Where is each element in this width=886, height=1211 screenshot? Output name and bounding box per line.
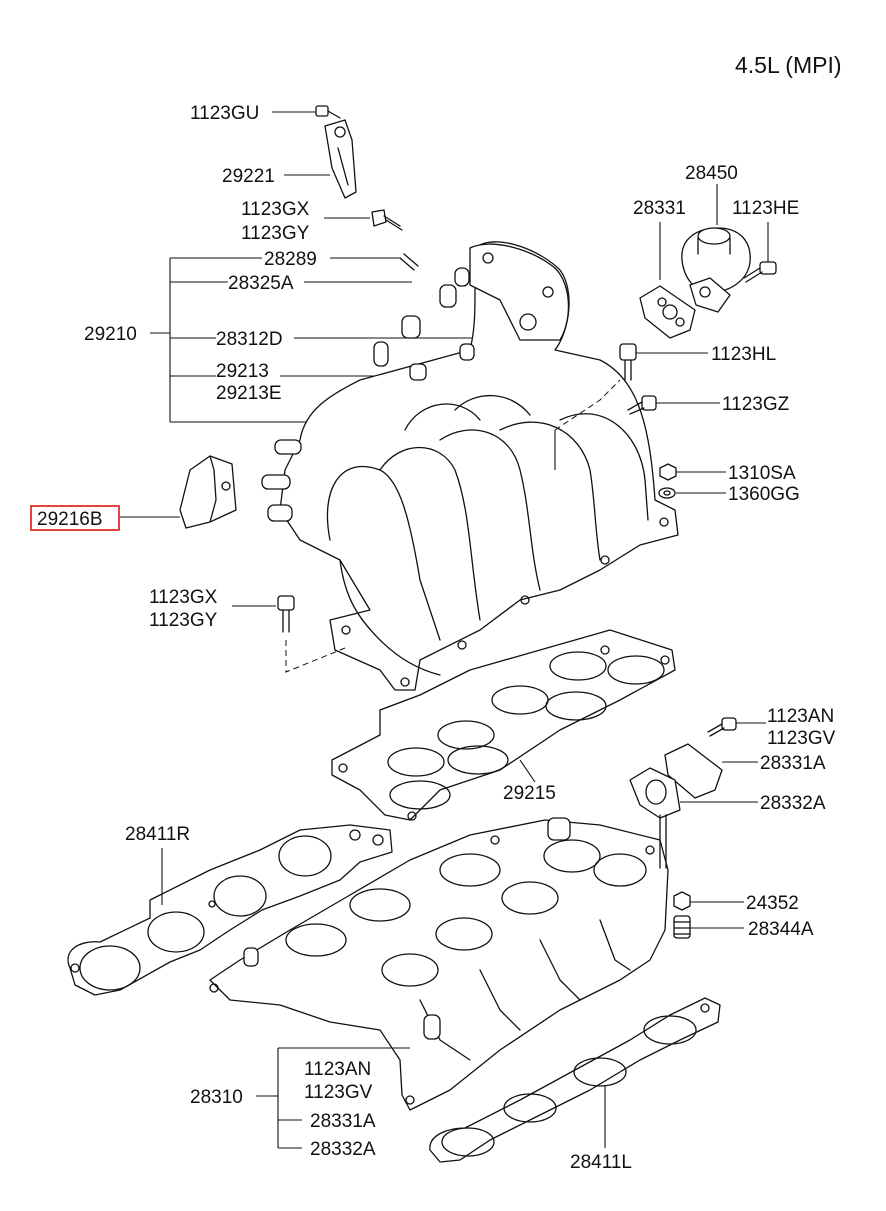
label-1123GV-lower: 1123GV xyxy=(304,1082,373,1103)
engine-variant-title: 4.5L (MPI) xyxy=(735,52,842,78)
label-28310: 28310 xyxy=(190,1087,243,1108)
gasket-28332A-upper-icon xyxy=(629,767,758,819)
upper-intake-manifold-icon xyxy=(261,241,679,691)
gasket-29215-icon xyxy=(331,629,676,821)
bolt-1123HL-icon xyxy=(619,343,708,381)
label-29210: 29210 xyxy=(84,324,137,345)
label-29221: 29221 xyxy=(222,166,275,187)
label-1123GV-upper: 1123GV xyxy=(767,728,836,749)
label-28411L: 28411L xyxy=(570,1152,632,1173)
gasket-28331A-upper-icon xyxy=(664,743,758,799)
bolt-1123GZ-icon xyxy=(627,395,720,415)
label-29213: 29213 xyxy=(216,361,269,382)
lower-intake-manifold-icon xyxy=(209,817,669,1111)
label-1123GX-lower: 1123GX xyxy=(149,587,218,608)
bolt-1123GX-lower-icon xyxy=(232,595,346,673)
label-1123GU: 1123GU xyxy=(190,103,259,124)
label-1123HL: 1123HL xyxy=(711,344,776,365)
label-1123GY-lower: 1123GY xyxy=(149,610,218,631)
label-28325A: 28325A xyxy=(228,273,294,294)
label-28331A-upper: 28331A xyxy=(760,753,826,774)
label-29216B: 29216B xyxy=(37,509,103,530)
label-28312D: 28312D xyxy=(216,329,283,350)
label-24352: 24352 xyxy=(746,893,799,914)
bracket-29216B-icon xyxy=(30,455,237,531)
label-28331: 28331 xyxy=(633,198,686,219)
label-28332A-upper: 28332A xyxy=(760,793,826,814)
label-1123HE: 1123HE xyxy=(732,198,799,219)
bolt-1123HE-icon xyxy=(743,222,777,283)
label-28344A: 28344A xyxy=(748,919,814,940)
label-1310SA: 1310SA xyxy=(728,463,796,484)
washer-1360GG-icon xyxy=(658,487,726,499)
highlight-box-29216B xyxy=(30,505,120,531)
label-1123GX-upper: 1123GX xyxy=(241,199,310,220)
nut-24352-icon xyxy=(673,891,744,911)
label-28332A-lower: 28332A xyxy=(310,1139,376,1160)
label-1360GG: 1360GG xyxy=(728,484,800,505)
bolt-1123GX-upper-icon xyxy=(324,209,403,231)
spring-28344A-icon xyxy=(673,915,744,939)
egr-valve-28450-icon xyxy=(681,184,751,313)
label-28450: 28450 xyxy=(685,163,738,184)
label-28289: 28289 xyxy=(264,249,317,270)
bolt-1123AN-upper-icon xyxy=(707,717,766,737)
label-29215: 29215 xyxy=(503,783,556,804)
bolt-1123GU-icon xyxy=(272,105,341,119)
label-29213E: 29213E xyxy=(216,383,282,404)
label-1123AN-lower: 1123AN xyxy=(304,1059,371,1080)
label-28331A-lower: 28331A xyxy=(310,1111,376,1132)
label-1123AN-upper: 1123AN xyxy=(767,706,834,727)
label-1123GZ: 1123GZ xyxy=(722,394,790,415)
gasket-28411R-icon xyxy=(67,824,393,996)
nut-1310SA-icon xyxy=(659,463,726,481)
label-1123GY-upper: 1123GY xyxy=(241,223,310,244)
label-28411R: 28411R xyxy=(125,824,190,845)
gasket-28331-icon xyxy=(639,222,696,339)
label-group-28310-leaders xyxy=(256,1047,410,1149)
gasket-28411L-icon xyxy=(429,997,721,1163)
stud-icon xyxy=(659,814,667,869)
bracket-29221-icon xyxy=(284,119,357,199)
